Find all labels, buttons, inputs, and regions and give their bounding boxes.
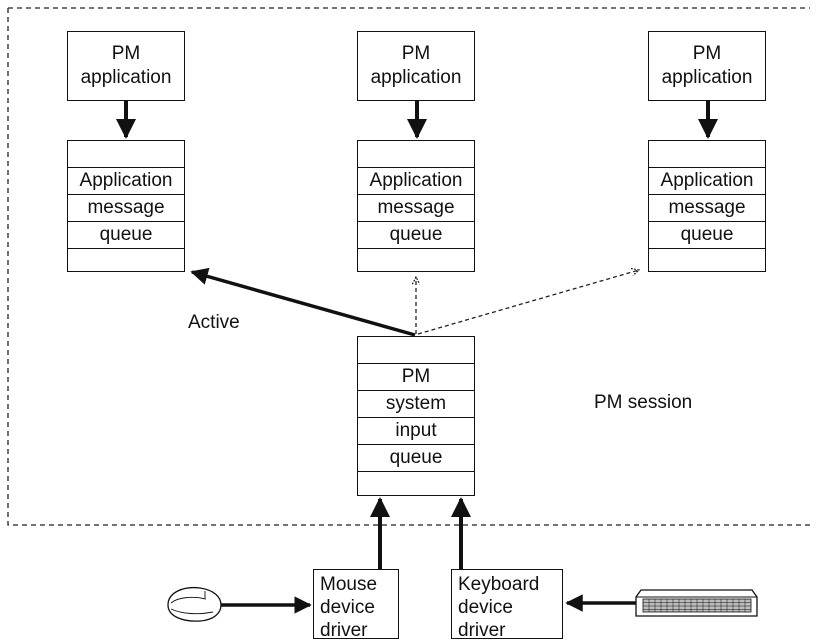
keyboard-driver-line2: device <box>458 597 513 618</box>
queue-label-row-3: queue <box>68 221 184 248</box>
pm-system-input-queue: PM system input queue <box>357 336 475 496</box>
keyboard-device-driver: Keyboard device driver <box>451 569 563 641</box>
queue-slot-empty <box>68 141 184 167</box>
pm-application-3-line2: application <box>661 67 753 88</box>
keyboard-icon <box>635 589 758 617</box>
mouse-driver-line1: Mouse <box>320 574 378 595</box>
pm-application-3-line1: PM <box>692 43 722 64</box>
queue-slot-empty <box>358 471 474 497</box>
pm-application-2: PM application <box>357 31 475 101</box>
inactive-dispatch-arrow-right <box>417 270 639 335</box>
pm-application-2-line2: application <box>370 67 462 88</box>
pm-application-1-line2: application <box>80 67 172 88</box>
app-message-queue-1: Application message queue <box>67 140 185 272</box>
queue-slot-empty <box>68 248 184 273</box>
mouse-device-driver: Mouse device driver <box>313 569 399 641</box>
pm-application-3: PM application <box>648 31 766 101</box>
queue-slot-empty <box>649 141 765 167</box>
pm-session-label: PM session <box>594 392 693 413</box>
pm-application-1: PM application <box>67 31 185 101</box>
system-queue-row-4: queue <box>358 444 474 471</box>
queue-label-row-1: Application <box>358 167 474 194</box>
queue-label-row-3: queue <box>649 221 765 248</box>
queue-label-row-1: Application <box>649 167 765 194</box>
queue-label-row-2: message <box>358 194 474 221</box>
queue-slot-empty <box>358 248 474 273</box>
queue-label-row-3: queue <box>358 221 474 248</box>
mouse-driver-line3: driver <box>320 620 368 641</box>
keyboard-driver-line3: driver <box>458 620 506 641</box>
queue-label-row-1: Application <box>68 167 184 194</box>
pm-application-2-line1: PM <box>401 43 431 64</box>
active-label: Active <box>188 312 240 333</box>
system-queue-row-3: input <box>358 417 474 444</box>
queue-slot-empty <box>358 337 474 363</box>
mouse-driver-line2: device <box>320 597 375 618</box>
active-dispatch-arrow <box>190 267 416 337</box>
app-message-queue-2: Application message queue <box>357 140 475 272</box>
queue-label-row-2: message <box>649 194 765 221</box>
pm-application-1-line1: PM <box>111 43 141 64</box>
app-message-queue-3: Application message queue <box>648 140 766 272</box>
mouse-icon <box>167 586 222 622</box>
queue-slot-empty <box>649 248 765 273</box>
system-queue-row-1: PM <box>358 363 474 390</box>
queue-label-row-2: message <box>68 194 184 221</box>
keyboard-driver-line1: Keyboard <box>458 574 540 595</box>
queue-slot-empty <box>358 141 474 167</box>
system-queue-row-2: system <box>358 390 474 417</box>
pm-session-boundary <box>7 7 810 526</box>
